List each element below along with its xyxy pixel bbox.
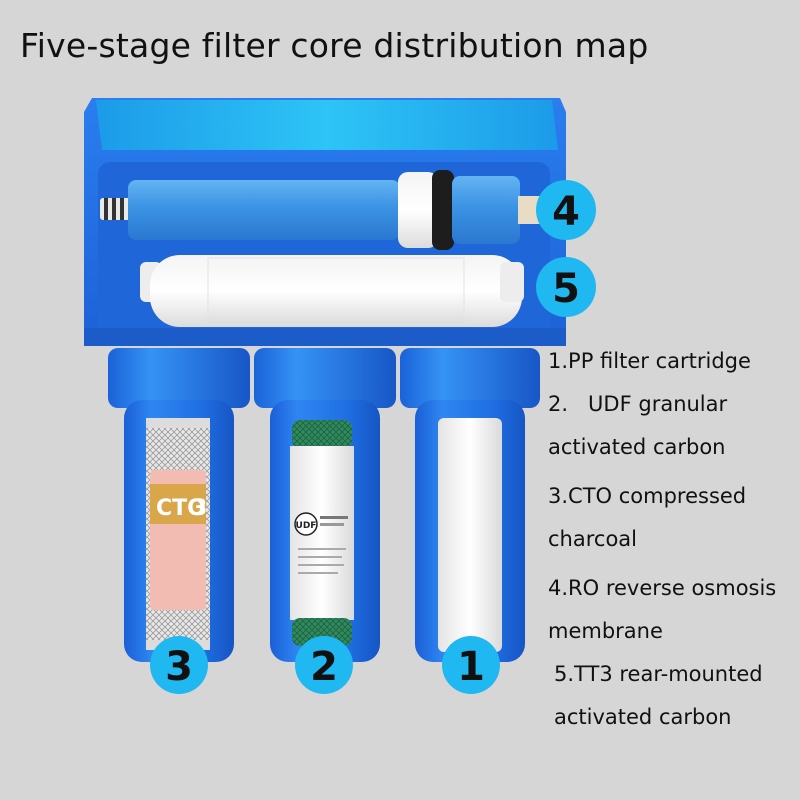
udf-carbon-cartridge: UDF (290, 420, 354, 646)
housing-stage-2: UDF (254, 348, 396, 662)
svg-text:4: 4 (552, 189, 580, 235)
badge-4: 4 (536, 180, 596, 240)
legend-item-4-line-2: membrane (548, 619, 663, 643)
badge-5: 5 (536, 257, 596, 317)
badge-3: 3 (150, 636, 208, 694)
legend-item-1: 1.PP filter cartridge (548, 340, 798, 383)
legend-item-3-line-2: charcoal (548, 527, 637, 551)
badge-2: 2 (295, 636, 353, 694)
legend-item-5-line-2: activated carbon (554, 705, 732, 729)
ro-membrane-cartridge (100, 170, 540, 250)
svg-text:5: 5 (552, 266, 580, 312)
legend-item-2: 2. UDF granular activated carbon (548, 383, 798, 469)
tt3-post-carbon-cartridge (140, 255, 524, 327)
legend-item-4: 4.RO reverse osmosis membrane (548, 567, 798, 653)
svg-text:3: 3 (192, 496, 207, 521)
svg-text:UDF: UDF (296, 521, 317, 531)
svg-text:2: 2 (310, 644, 338, 690)
legend-item-4-line-1: 4.RO reverse osmosis (548, 576, 777, 600)
pp-sediment-cartridge (438, 418, 502, 652)
legend-item-1-line-1: 1.PP filter cartridge (548, 349, 751, 373)
cto-carbon-cartridge: CTO 3 (146, 418, 210, 650)
legend-item-2-line-1: 2. UDF granular (548, 392, 728, 416)
svg-text:CTO: CTO (156, 496, 206, 521)
page-title: Five-stage filter core distribution map (20, 26, 649, 65)
stage-legend: 1.PP filter cartridge 2. UDF granular ac… (548, 340, 798, 739)
svg-text:3: 3 (165, 644, 193, 690)
legend-item-3-line-1: 3.CTO compressed (548, 484, 747, 508)
legend-item-2-line-2: activated carbon (548, 435, 726, 459)
badge-1: 1 (442, 636, 500, 694)
svg-text:1: 1 (457, 644, 485, 690)
legend-item-5-line-1: 5.TT3 rear-mounted (554, 662, 763, 686)
housing-stage-3: CTO 3 (108, 348, 250, 662)
legend-item-5: 5.TT3 rear-mounted activated carbon (554, 653, 798, 739)
housing-stage-1 (400, 348, 540, 662)
legend-item-3: 3.CTO compressed charcoal (548, 475, 798, 561)
